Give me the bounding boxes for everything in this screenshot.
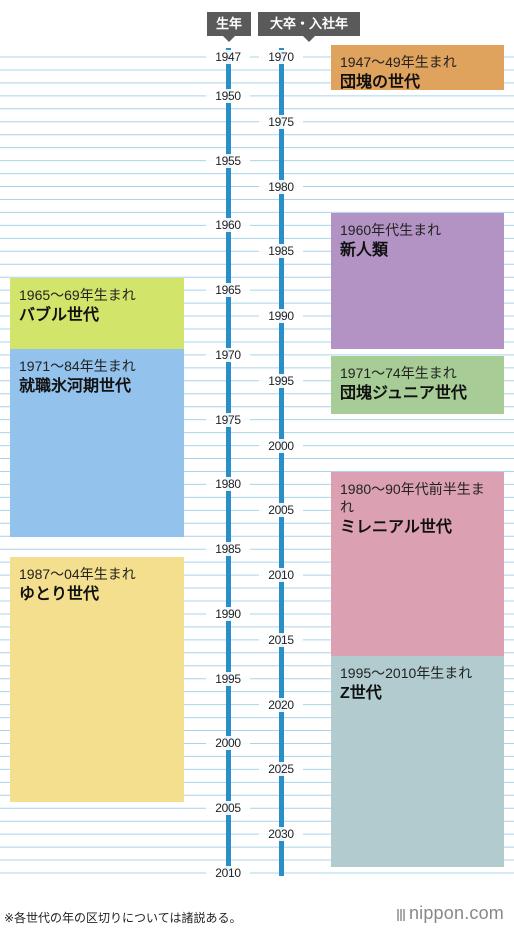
generation-box-dankai-junior: 1971〜74年生まれ団塊ジュニア世代 <box>331 355 504 414</box>
birth-year-tick: 2000 <box>206 736 250 751</box>
career-year-tick: 1970 <box>259 50 303 64</box>
career-year-tick: 1995 <box>259 373 303 388</box>
birth-year-header: 生年 <box>207 12 251 42</box>
footnote: ※各世代の年の区切りについては諸説ある。 <box>4 911 242 925</box>
birth-axis-line <box>226 48 231 876</box>
generation-years: 1987〜04年生まれ <box>19 565 136 582</box>
generation-years: 1960年代生まれ <box>340 222 442 239</box>
generation-name: バブル世代 <box>19 307 100 325</box>
birth-year-tick: 1960 <box>206 218 250 233</box>
birth-year-tick: 1975 <box>206 412 250 427</box>
birth-year-tick: 1985 <box>206 542 250 557</box>
career-year-tick: 2010 <box>259 568 303 583</box>
brand-name: nippon.com <box>408 903 504 923</box>
career-year-tick: 2030 <box>259 827 303 842</box>
generation-name: 新人類 <box>340 242 389 260</box>
career-year-tick: 2000 <box>259 438 303 453</box>
brand-logo: nippon.com <box>396 903 504 926</box>
generation-box-dankai: 1947〜49年生まれ団塊の世代 <box>331 45 504 91</box>
generation-box-millennial: 1980〜90年代前半生まれミレニアル世代 <box>331 472 504 660</box>
career-year-tick: 1980 <box>259 179 303 194</box>
generation-box-hyoga: 1971〜84年生まれ就職氷河期世代 <box>10 349 184 537</box>
career-year-tick: 1985 <box>259 244 303 259</box>
career-year-tick: 2020 <box>259 697 303 712</box>
career-year-tick: 1990 <box>259 309 303 324</box>
career-year-tick: 2005 <box>259 503 303 518</box>
generation-name: Z世代 <box>340 685 382 703</box>
generation-name: 団塊の世代 <box>340 74 421 91</box>
birth-year-tick: 1950 <box>206 88 250 103</box>
birth-year-tick: 1990 <box>206 606 250 621</box>
birth-year-tick: 1970 <box>206 347 250 362</box>
generation-name: 就職氷河期世代 <box>19 378 132 396</box>
career-year-tick: 2025 <box>259 762 303 777</box>
career-year-tick: 1975 <box>259 114 303 129</box>
generation-box-shinjinrui: 1960年代生まれ新人類 <box>331 213 504 349</box>
birth-year-tick: 1947 <box>206 50 250 64</box>
career-axis-line <box>279 48 284 876</box>
birth-year-tick: 1995 <box>206 671 250 686</box>
generation-years: 1965〜69年生まれ <box>19 287 136 304</box>
generation-box-bubble: 1965〜69年生まれバブル世代 <box>10 278 184 349</box>
generation-years: 1947〜49年生まれ <box>340 54 457 70</box>
generation-box-gen-z: 1995〜2010年生まれ Z世代 <box>331 656 504 867</box>
birth-year-tick: 2005 <box>206 801 250 816</box>
generation-years: 1971〜74年生まれ <box>340 364 457 381</box>
generation-name: ミレニアル世代 <box>340 519 452 537</box>
generation-name: 団塊ジュニア世代 <box>340 384 467 402</box>
nippon-logo-icon <box>396 905 406 926</box>
birth-year-tick: 2010 <box>206 866 250 880</box>
generation-years: 1971〜84年生まれ <box>19 358 136 375</box>
career-year-tick: 2015 <box>259 632 303 647</box>
birth-year-tick: 1955 <box>206 153 250 168</box>
generation-years: 1980〜90年代前半生まれ <box>340 481 485 516</box>
birth-year-tick: 1980 <box>206 477 250 492</box>
generation-name: ゆとり世代 <box>19 585 100 603</box>
generation-years: 1995〜2010年生まれ <box>340 665 473 682</box>
generation-box-yutori: 1987〜04年生まれゆとり世代 <box>10 556 184 803</box>
career-year-header: 大卒・入社年次 <box>258 12 360 55</box>
birth-year-tick: 1965 <box>206 283 250 298</box>
